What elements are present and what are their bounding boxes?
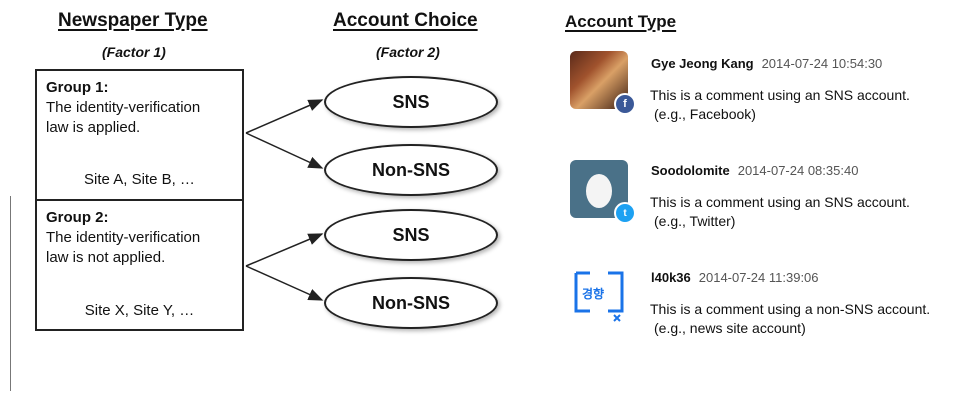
newspaper-type-heading: Newspaper Type xyxy=(58,10,208,31)
choice-nonsns-2: Non-SNS xyxy=(324,277,498,329)
group-2-description: The identity-verification law is not app… xyxy=(46,228,241,268)
arrow-group2-nonsns xyxy=(245,265,324,301)
arrow-group1-nonsns xyxy=(245,132,324,169)
choice-nonsns-1: Non-SNS xyxy=(324,144,498,196)
twitter-icon: t xyxy=(614,202,636,224)
comment-3-header: l40k36 2014-07-24 11:39:06 xyxy=(651,269,819,287)
news-site-logo-text: 경향 xyxy=(582,287,605,301)
comment-1-username: Gye Jeong Kang xyxy=(651,56,754,71)
comment-1-timestamp: 2014-07-24 10:54:30 xyxy=(761,56,883,71)
facebook-icon: f xyxy=(614,93,636,115)
comment-3-body: This is a comment using a non-SNS accoun… xyxy=(650,300,930,338)
group-2-desc-line2: law is not applied. xyxy=(46,249,166,266)
comment-3-timestamp: 2014-07-24 11:39:06 xyxy=(698,270,819,285)
comment-1-header: Gye Jeong Kang 2014-07-24 10:54:30 xyxy=(651,55,882,73)
choice-sns-1: SNS xyxy=(324,76,498,128)
account-type-heading: Account Type xyxy=(565,12,677,31)
group-2-sites: Site X, Site Y, … xyxy=(84,302,195,319)
comment-3-username: l40k36 xyxy=(651,270,691,285)
group-1-title: Group 1: xyxy=(46,79,109,96)
comment-2-username: Soodolomite xyxy=(651,163,730,178)
group-1-desc-line2: law is applied. xyxy=(46,119,141,136)
comment-1-example: (e.g., Facebook) xyxy=(654,106,756,122)
arrow-group1-sns xyxy=(245,99,324,134)
group-1-box: Group 1: The identity-verification law i… xyxy=(35,69,244,201)
photo-avatar-icon: f xyxy=(570,51,636,115)
factor-2-label: (Factor 2) xyxy=(376,44,440,60)
group-2-desc-line1: The identity-verification xyxy=(46,229,201,246)
news-site-logo-icon: 경향 xyxy=(570,267,628,325)
group-2-box: Group 2: The identity-verification law i… xyxy=(35,199,244,331)
choice-sns-2: SNS xyxy=(324,209,498,261)
comment-2-timestamp: 2014-07-24 08:35:40 xyxy=(737,163,859,178)
group-2-title: Group 2: xyxy=(46,209,109,226)
comment-2-example: (e.g., Twitter) xyxy=(654,213,736,229)
comment-2-text: This is a comment using an SNS account. xyxy=(650,194,910,210)
group-1-description: The identity-verification law is applied… xyxy=(46,98,241,138)
arrow-group2-sns xyxy=(245,233,324,267)
factor-1-label: (Factor 1) xyxy=(102,44,166,60)
account-choice-heading: Account Choice xyxy=(333,10,478,31)
egg-avatar-icon: t xyxy=(570,160,636,224)
comment-3-example: (e.g., news site account) xyxy=(654,320,806,336)
left-border-line xyxy=(10,196,11,391)
group-1-desc-line1: The identity-verification xyxy=(46,99,201,116)
group-1-sites: Site A, Site B, … xyxy=(84,171,195,188)
comment-1-text: This is a comment using an SNS account. xyxy=(650,87,910,103)
comment-3-text: This is a comment using a non-SNS accoun… xyxy=(650,301,931,317)
comment-1-body: This is a comment using an SNS account. … xyxy=(650,86,910,124)
comment-2-header: Soodolomite 2014-07-24 08:35:40 xyxy=(651,162,858,180)
comment-2-body: This is a comment using an SNS account. … xyxy=(650,193,910,231)
